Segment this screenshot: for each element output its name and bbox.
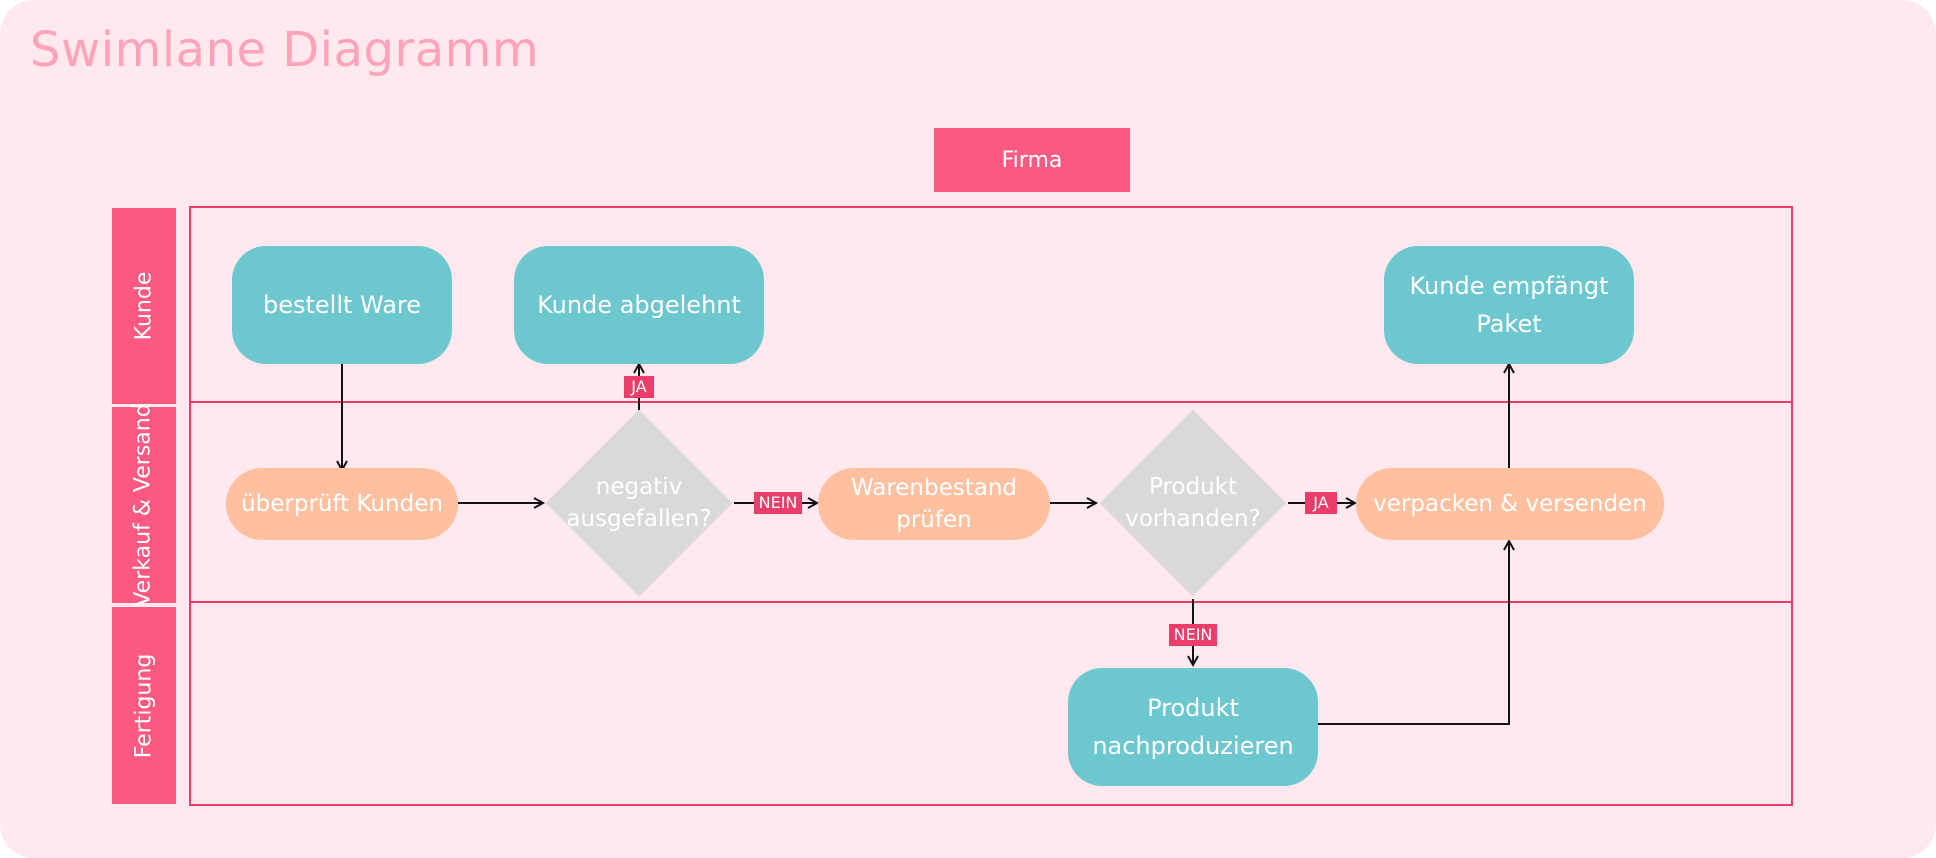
pool-header: Firma [934, 128, 1130, 192]
node-ueberprueft-kunden: überprüft Kunden [226, 468, 458, 540]
lane-divider [189, 601, 1793, 603]
page-title: Swimlane Diagramm [30, 22, 540, 78]
lane-frame [189, 206, 1793, 806]
node-bestellt-ware: bestellt Ware [232, 246, 452, 364]
decision-vorhanden-label: Produkt vorhanden? [1125, 474, 1261, 532]
lane-label-verkauf-versand: Verkauf & Versand [112, 403, 176, 607]
tag-nein-vorhanden: NEIN [1169, 624, 1217, 646]
node-kunde-empfaengt-paket: Kunde empfängt Paket [1384, 246, 1634, 364]
node-produkt-nachproduzieren: Produkt nachproduzieren [1068, 668, 1318, 786]
tag-nein-negativ: NEIN [754, 492, 802, 514]
decision-negativ-label: negativ ausgefallen? [566, 474, 712, 532]
lane-label-kunde: Kunde [112, 208, 176, 404]
node-verpacken-versenden: verpacken & versenden [1356, 468, 1664, 540]
connector-nachproduzieren-to-verpacken [1318, 538, 1515, 725]
tag-ja-vorhanden: JA [1305, 492, 1337, 514]
tag-ja-abgelehnt: JA [624, 376, 654, 398]
node-kunde-abgelehnt: Kunde abgelehnt [514, 246, 764, 364]
node-warenbestand-pruefen: Warenbestand prüfen [818, 468, 1050, 540]
lane-divider [189, 401, 1793, 403]
lane-label-fertigung: Fertigung [112, 607, 176, 804]
